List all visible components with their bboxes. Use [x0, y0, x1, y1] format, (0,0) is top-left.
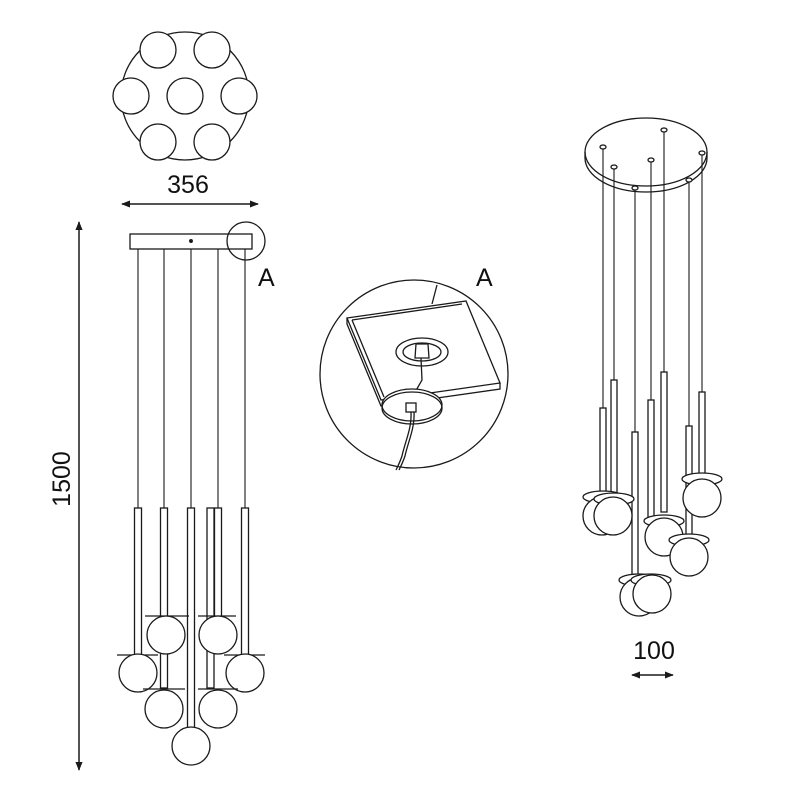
perspective-view [582, 117, 723, 617]
width-dimension-label: 356 [167, 171, 209, 199]
detail-title-label: A [476, 264, 493, 292]
front-view-globes [117, 615, 265, 766]
detail-view [319, 279, 509, 471]
perspective-cords [602, 132, 703, 432]
height-dimension-label: 1500 [48, 451, 76, 507]
height-dimension: 1500 [48, 221, 83, 771]
top-view-globes [112, 31, 258, 161]
perspective-globes [582, 472, 723, 617]
globe-diameter-label: 100 [633, 637, 675, 665]
globe-diameter-dimension: 100 [631, 637, 675, 679]
suspension-cords [137, 249, 246, 508]
callout-marker-label: A [258, 264, 275, 292]
detail-callout-circle [226, 221, 266, 261]
detail-cable-cap [381, 388, 443, 471]
detail-outline [319, 279, 509, 469]
width-dimension: 356 [121, 171, 259, 208]
top-view [112, 31, 258, 161]
front-view [117, 221, 266, 766]
